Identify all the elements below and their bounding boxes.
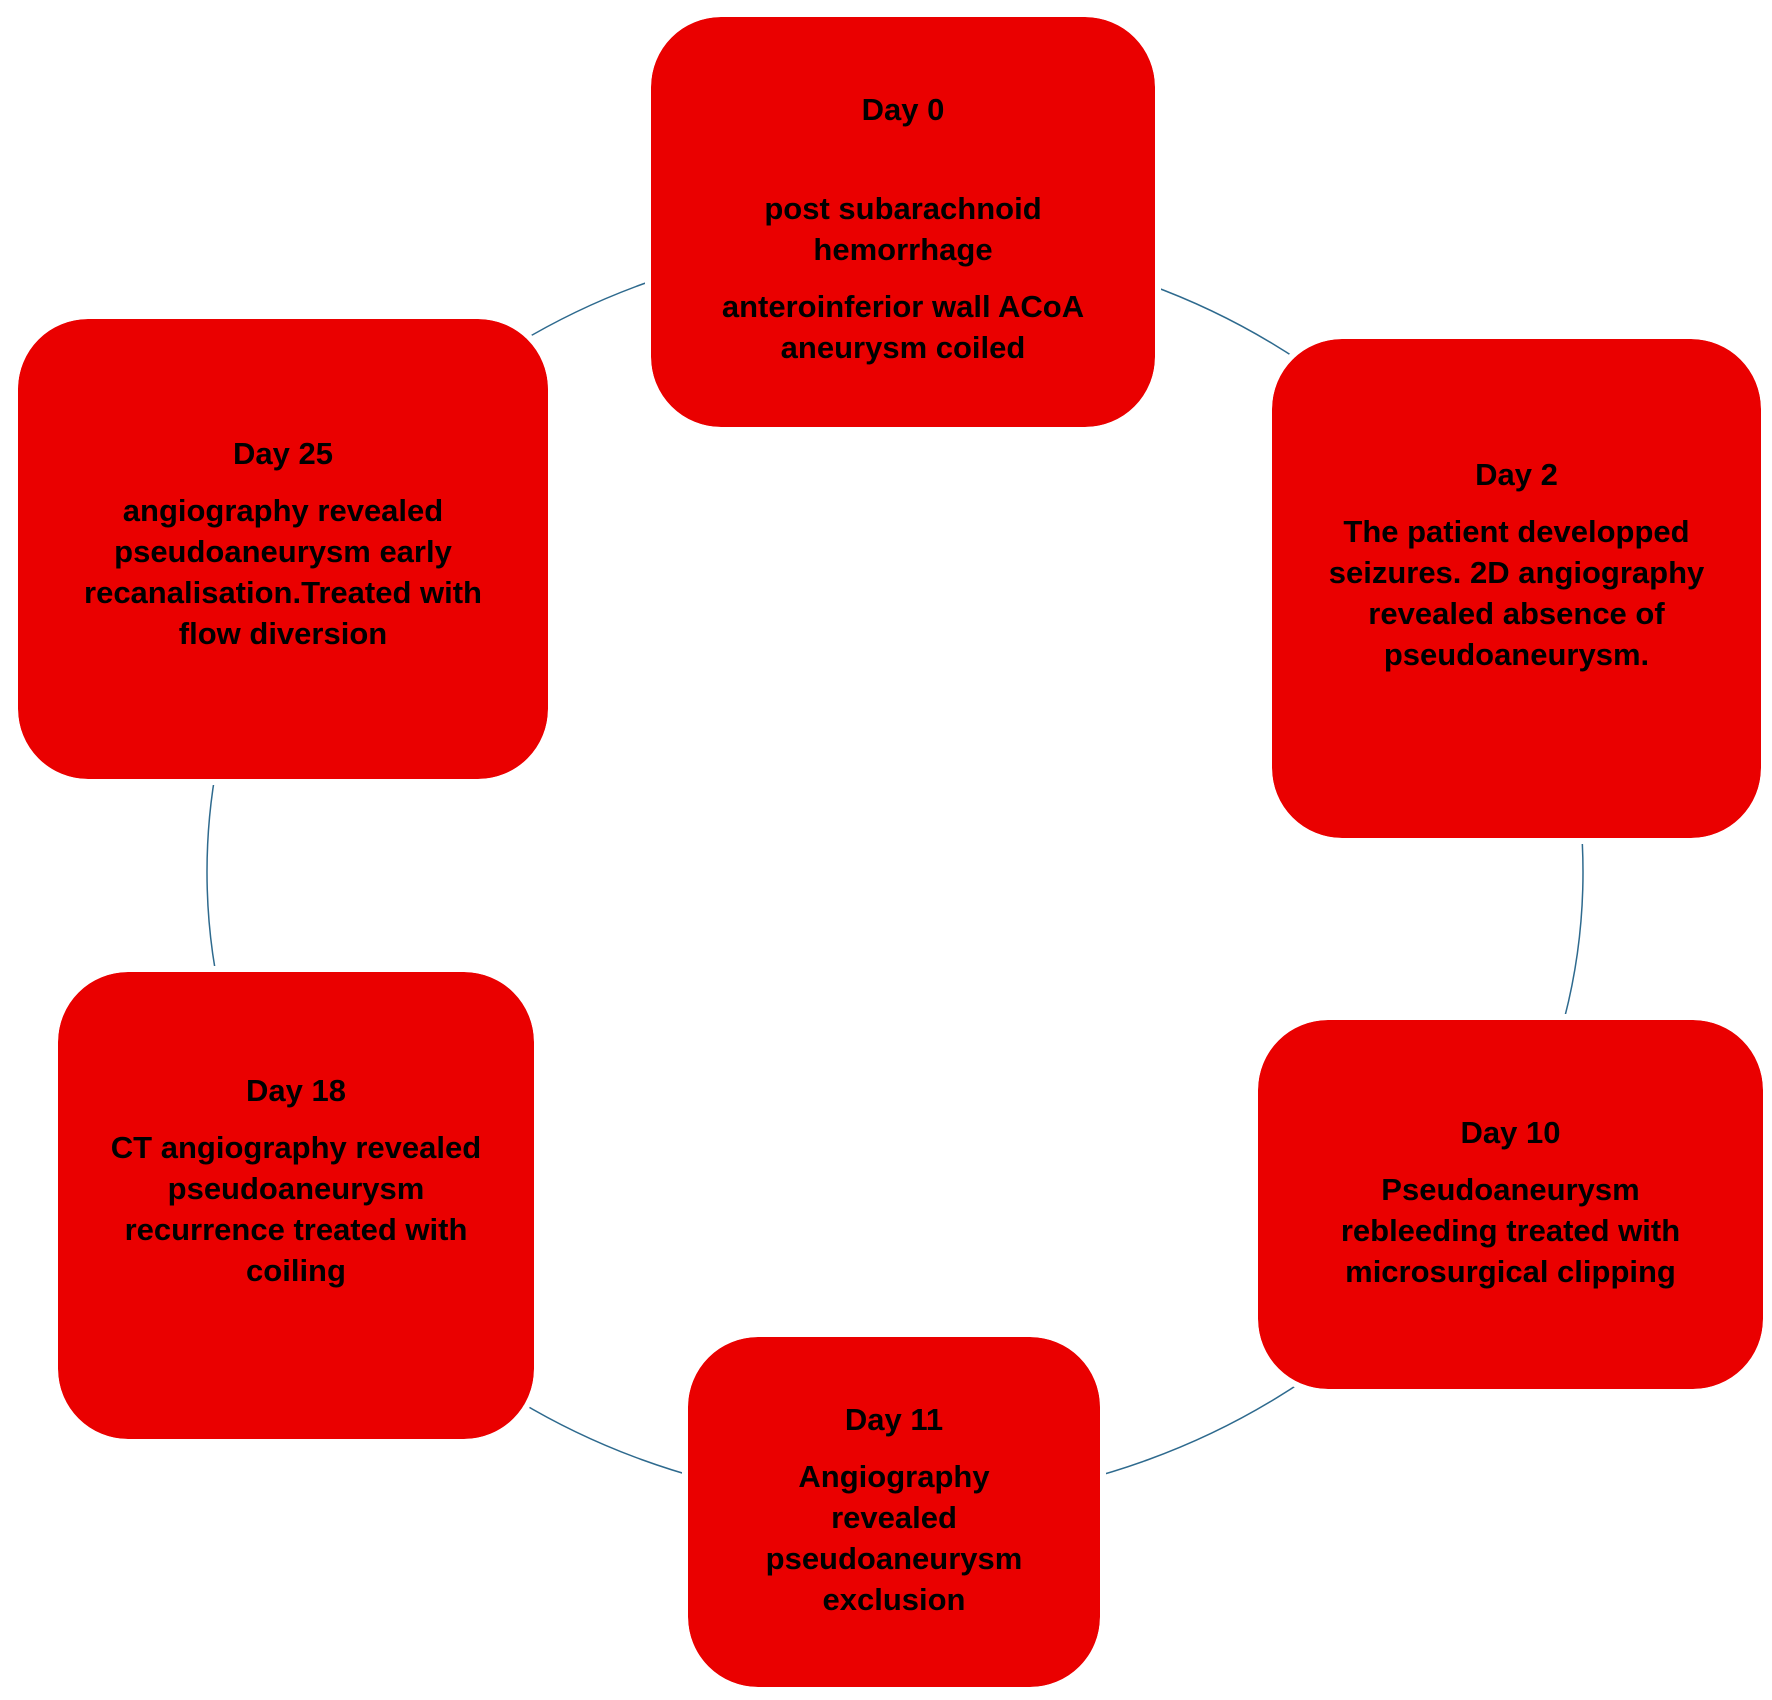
node-day-label: Day 0 xyxy=(861,92,945,127)
node-day-label: Day 10 xyxy=(1460,1115,1561,1150)
node-description: CT angiography revealed pseudoaneurysm r… xyxy=(110,1130,482,1288)
node-description: post subarachnoid hemorrhage xyxy=(764,191,1042,267)
node-day-label: Day 2 xyxy=(1475,457,1558,492)
node-day-label: Day 11 xyxy=(844,1402,944,1437)
node-day-0: Day 0 post subarachnoid hemorrhage anter… xyxy=(645,11,1161,433)
node-day-25: Day 25 angiography revealed pseudoaneury… xyxy=(12,313,554,785)
node-description: The patient developped seizures. 2D angi… xyxy=(1328,514,1705,672)
node-day-11: Day 11 Angiography revealed pseudoaneury… xyxy=(682,1331,1106,1693)
node-description: angiography revealed pseudoaneurysm earl… xyxy=(84,493,482,651)
node-description: anteroinferior wall ACoA aneurysm coiled xyxy=(721,289,1085,365)
node-day-label: Day 25 xyxy=(233,436,333,471)
node-day-label: Day 18 xyxy=(246,1073,346,1108)
node-description: Angiography revealed pseudoaneurysm excl… xyxy=(765,1459,1023,1617)
node-day-10: Day 10 Pseudoaneurysm rebleeding treated… xyxy=(1252,1014,1769,1395)
node-description: Pseudoaneurysm rebleeding treated with m… xyxy=(1340,1172,1681,1289)
node-day-2: Day 2 The patient developped seizures. 2… xyxy=(1266,333,1767,844)
node-day-18: Day 18 CT angiography revealed pseudoane… xyxy=(52,966,540,1445)
